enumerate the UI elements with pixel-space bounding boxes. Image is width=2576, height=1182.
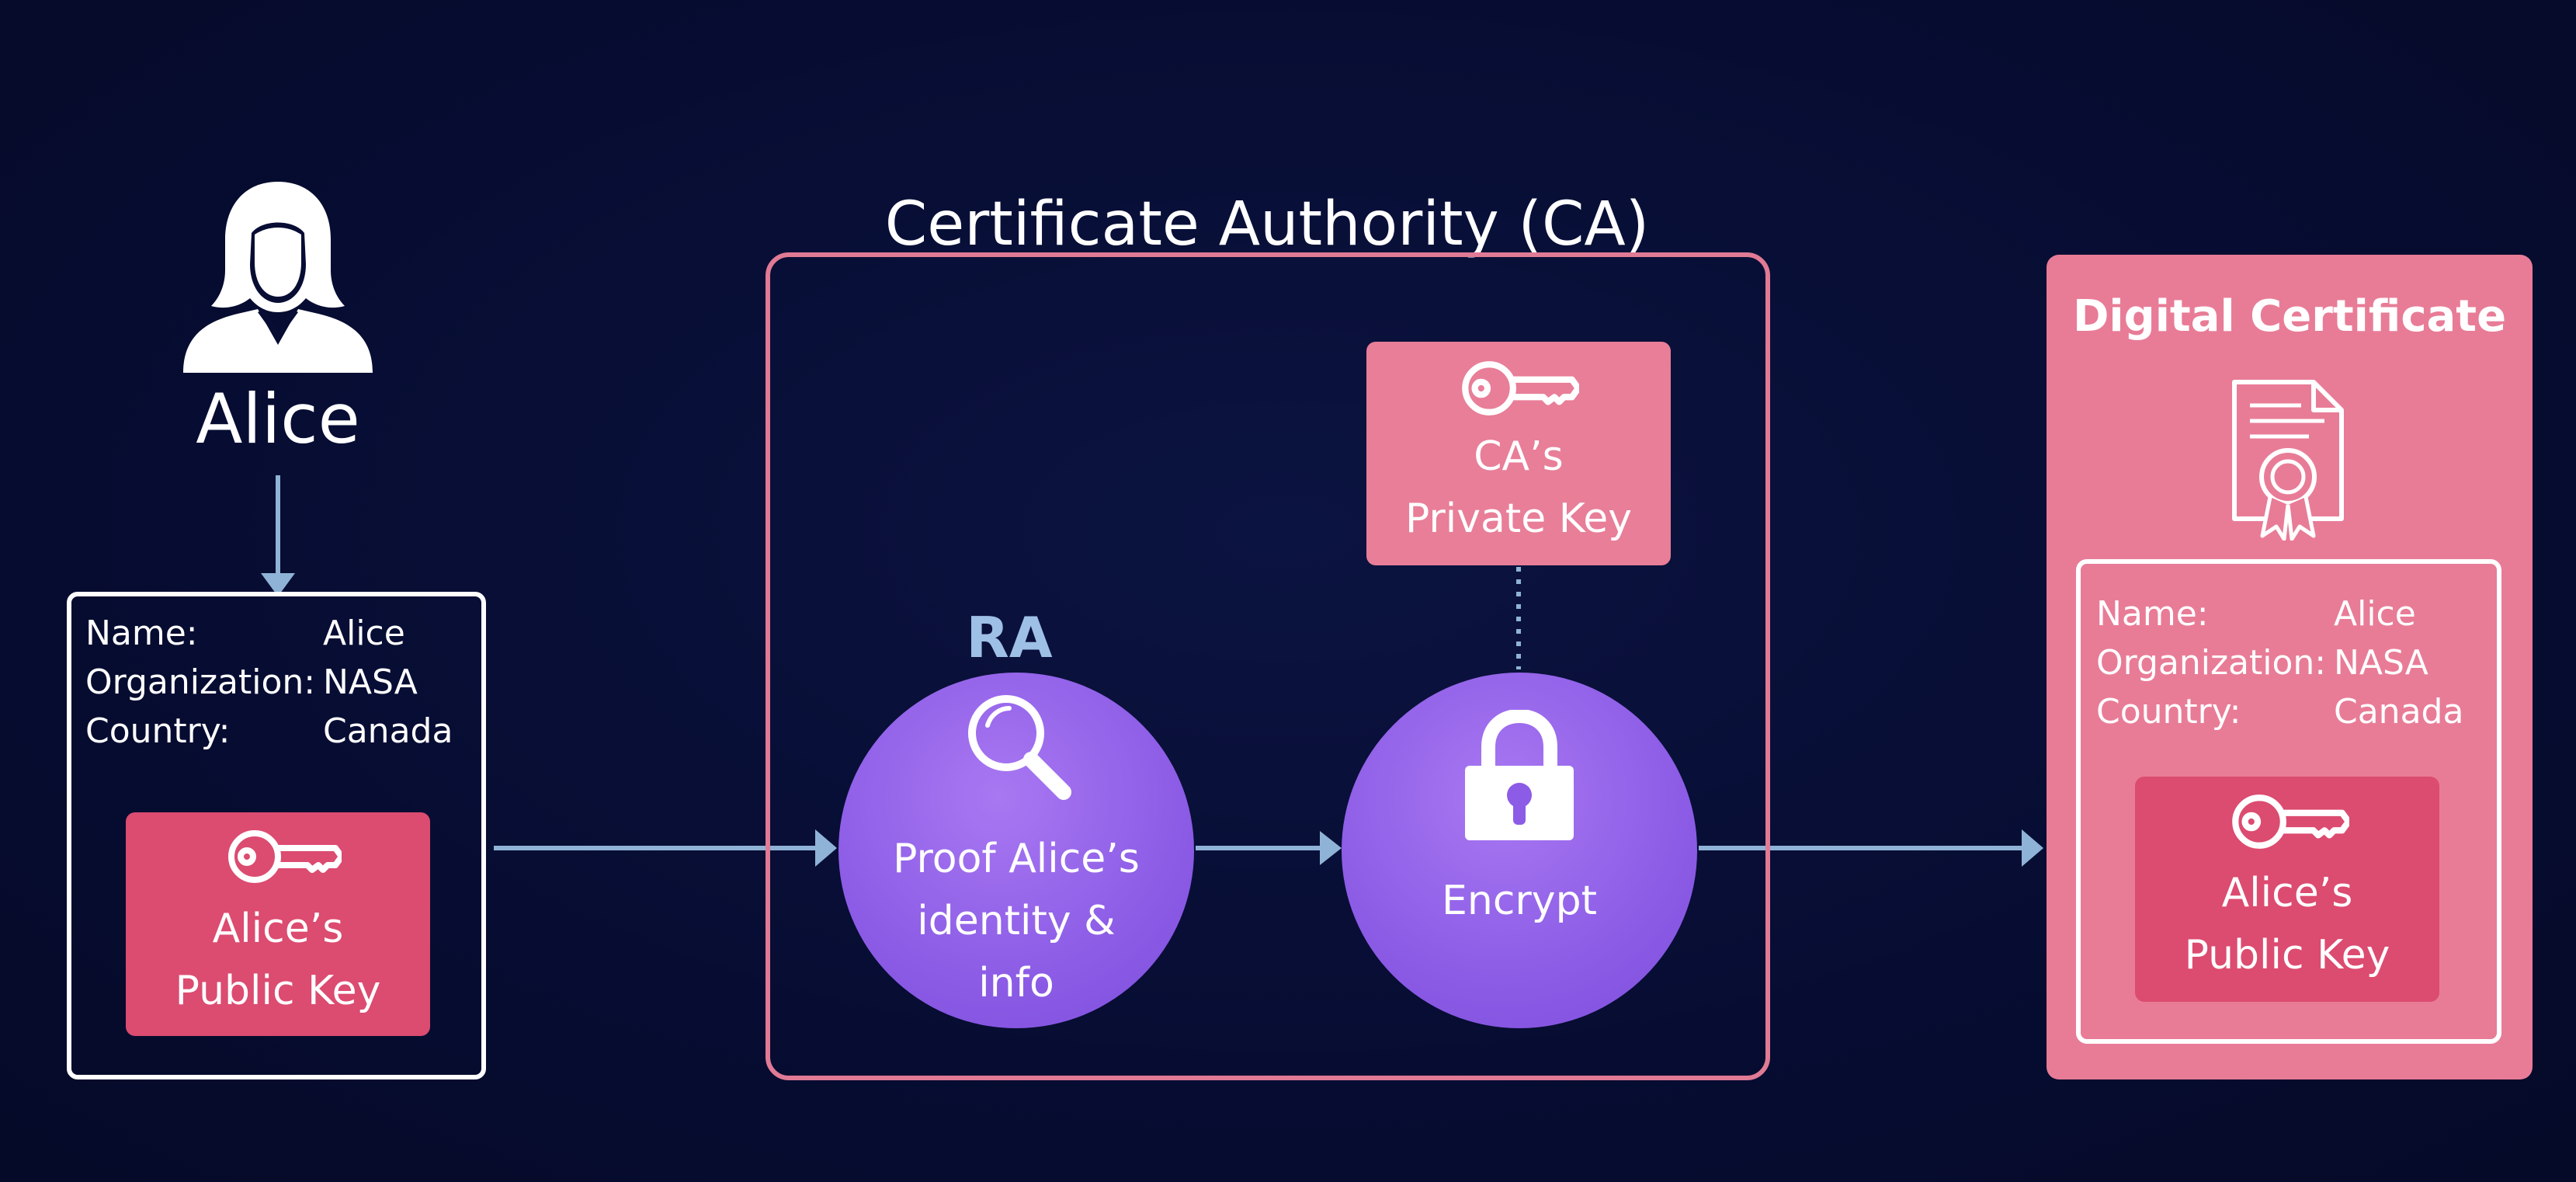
person-icon xyxy=(183,182,373,373)
ra-verify-circle: Proof Alice’s identity & info xyxy=(838,673,1194,1028)
ca-private-key-line2: Private Key xyxy=(1404,495,1633,542)
request-name-label: Name: xyxy=(85,614,198,653)
request-country-value: Canada xyxy=(323,711,453,751)
arrowhead-certificate xyxy=(2022,829,2043,867)
lock-icon xyxy=(1465,710,1574,840)
ca-private-key-line1: CA’s xyxy=(1474,433,1564,480)
ra-text-line3: info xyxy=(978,960,1054,1006)
certificate-organization-value: NASA xyxy=(2334,643,2428,683)
certificate-country-value: Canada xyxy=(2334,692,2464,732)
certificate-public-key-line2: Public Key xyxy=(2184,932,2390,979)
certificate-name-label: Name: xyxy=(2096,594,2209,634)
certificate-name-value: Alice xyxy=(2334,594,2416,634)
ca-boundary xyxy=(766,252,1770,1080)
certificate-organization-label: Organization: xyxy=(2096,643,2327,683)
alice-public-key-box: Alice’s Public Key xyxy=(126,812,430,1036)
request-country-label: Country: xyxy=(85,711,231,751)
encrypt-label: Encrypt xyxy=(1442,878,1597,924)
ca-private-key-box: CA’s Private Key xyxy=(1366,342,1671,565)
arrowhead-down xyxy=(261,573,295,596)
key-icon xyxy=(228,830,342,883)
digital-certificate-panel: Digital Certificate Name: Alice Organiza… xyxy=(2047,255,2533,1079)
key-icon xyxy=(1462,361,1579,415)
certificate-public-key-box: Alice’s Public Key xyxy=(2135,777,2439,1002)
certificate-country-label: Country: xyxy=(2096,692,2241,732)
alice-public-key-line1: Alice’s xyxy=(212,906,344,952)
magnifier-icon xyxy=(968,695,1071,800)
digital-certificate-title: Digital Certificate xyxy=(2072,291,2507,342)
certificate-icon xyxy=(2232,380,2344,541)
ca-title: Certificate Authority (CA) xyxy=(884,189,1650,259)
certificate-details-box xyxy=(2076,559,2501,1044)
ra-label: RA xyxy=(966,605,1053,670)
arrowhead-encrypt xyxy=(1320,831,1342,865)
ra-text-line2: identity & xyxy=(917,898,1116,944)
key-icon xyxy=(2232,794,2349,849)
request-name-value: Alice xyxy=(323,614,405,653)
request-organization-label: Organization: xyxy=(85,662,316,702)
ra-text-line1: Proof Alice’s xyxy=(893,836,1140,882)
request-info-card xyxy=(67,592,486,1079)
encrypt-circle: Encrypt xyxy=(1342,673,1697,1028)
request-organization-value: NASA xyxy=(323,662,418,702)
certificate-public-key-line1: Alice’s xyxy=(2221,870,2353,916)
alice-public-key-line2: Public Key xyxy=(175,968,381,1014)
arrowhead-ra xyxy=(815,829,837,867)
alice-label: Alice xyxy=(196,379,360,459)
